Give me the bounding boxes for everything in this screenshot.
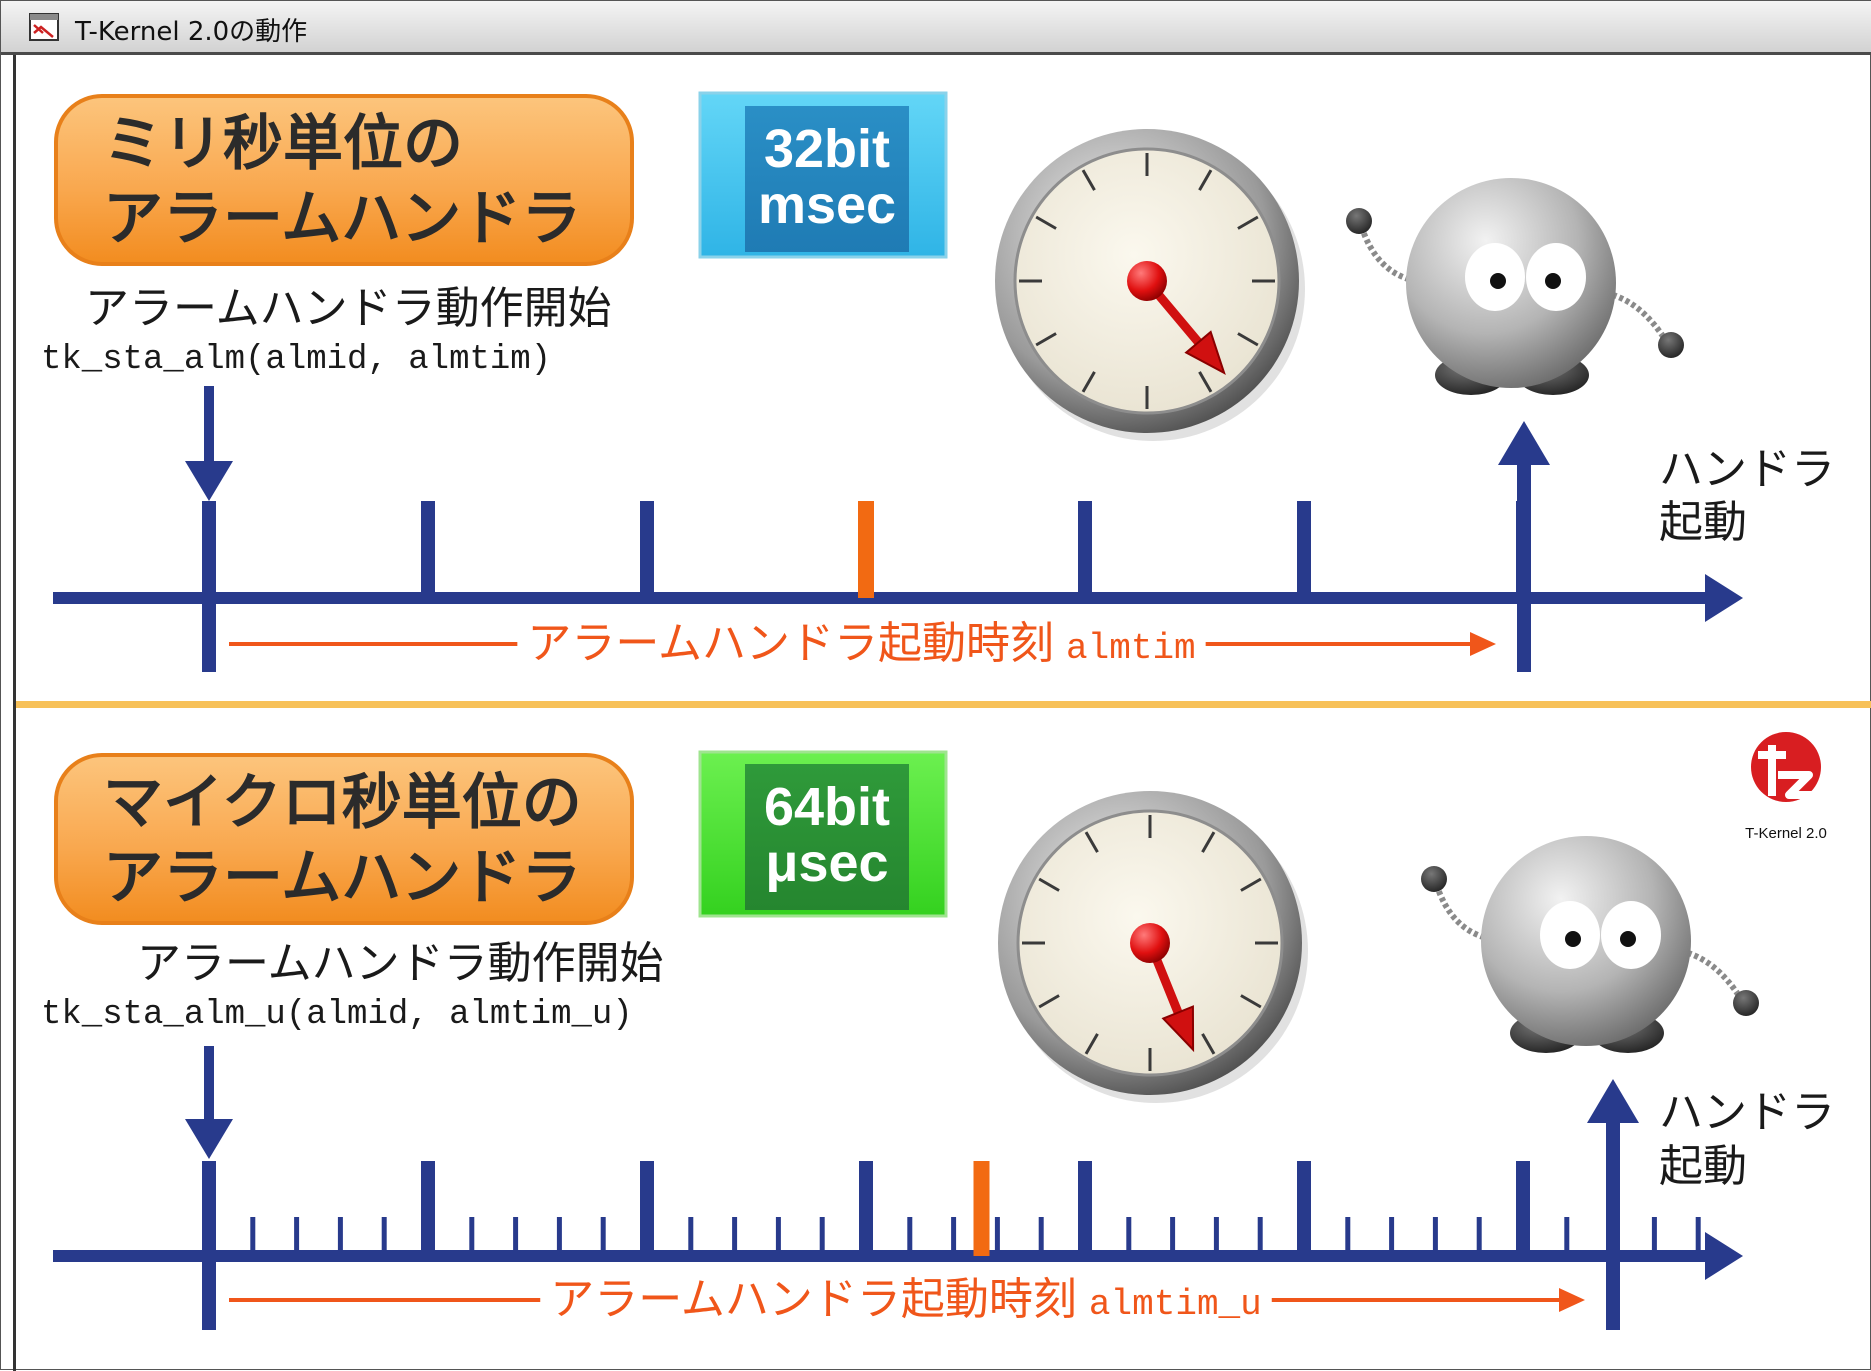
- clock-tick: [1237, 332, 1259, 347]
- api-call: tk_sta_alm_u(almid, almtim_u): [41, 996, 633, 1034]
- handler-arrow-head: [1587, 1079, 1639, 1123]
- bit-badge-line-1: 64bit: [764, 777, 890, 837]
- clock-tick: [1240, 994, 1262, 1009]
- section-divider: [16, 701, 1871, 708]
- clock-tick: [1240, 877, 1262, 892]
- time-label: アラームハンドラ起動時刻 almtim: [527, 618, 1195, 669]
- app-icon[interactable]: [29, 13, 59, 41]
- title-pill-line-1: ミリ秒単位の: [103, 109, 463, 179]
- window-title: T-Kernel 2.0の動作: [75, 17, 308, 47]
- start-label: アラームハンドラ動作開始: [85, 283, 612, 334]
- t-kernel-logo: T-Kernel 2.0: [1745, 732, 1827, 842]
- mascot-pupil: [1565, 931, 1581, 947]
- handler-arrow-head: [1498, 421, 1550, 465]
- clock-icon: [995, 129, 1305, 441]
- clock-tick: [1081, 371, 1096, 393]
- logo-text: T-Kernel 2.0: [1745, 825, 1827, 842]
- handler-start-label-line-1: ハンドラ: [1659, 444, 1835, 495]
- bit-badge-line-1: 32bit: [764, 119, 890, 179]
- clock-hand-tip: [1161, 1005, 1195, 1053]
- title-pill-line-2: アラームハンドラ: [103, 843, 581, 913]
- start-arrow-head: [185, 461, 233, 501]
- time-label-text: アラームハンドラ起動時刻: [527, 618, 1054, 669]
- timeline: [53, 386, 1743, 672]
- mascot-hand: [1421, 866, 1447, 892]
- handler-start-label-line-2: 起動: [1659, 1141, 1747, 1192]
- window-frame-left: [13, 55, 16, 1371]
- api-call: tk_sta_alm(almid, almtim): [41, 341, 551, 379]
- clock-tick: [1201, 831, 1216, 853]
- clock-center: [1127, 261, 1167, 301]
- clock-tick: [1035, 215, 1057, 230]
- clock-icon: [998, 791, 1308, 1103]
- start-label: アラームハンドラ動作開始: [137, 938, 664, 989]
- time-label-param: almtim_u: [1089, 1284, 1262, 1325]
- clock-tick: [1084, 831, 1099, 853]
- handler-start-label-line-2: 起動: [1659, 497, 1747, 548]
- handler-start-label-line-1: ハンドラ: [1659, 1087, 1835, 1138]
- clock-hand-tip: [1184, 330, 1226, 375]
- clock-tick: [1038, 877, 1060, 892]
- mascot-hand: [1733, 990, 1759, 1016]
- title-bar[interactable]: T-Kernel 2.0の動作: [1, 1, 1871, 55]
- time-label-text: アラームハンドラ起動時刻: [550, 1274, 1077, 1325]
- section-usec: マイクロ秒単位の アラームハンドラ 64bit μsec アラームハンドラ動作開…: [41, 750, 1835, 1330]
- bit-badge-line-2: msec: [758, 175, 896, 235]
- time-label-param: almtim: [1066, 628, 1196, 669]
- title-pill: [54, 94, 634, 266]
- mascot-arm: [1680, 948, 1744, 1001]
- clock-tick: [1198, 371, 1213, 393]
- mascot-arm: [1605, 290, 1669, 343]
- clock-tick: [1201, 1033, 1216, 1055]
- mascot-hand: [1346, 208, 1372, 234]
- bit-badge-line-2: μsec: [765, 833, 888, 893]
- mascot-icon: [1346, 178, 1684, 395]
- title-pill: [54, 753, 634, 925]
- title-pill-line-2: アラームハンドラ: [103, 184, 581, 254]
- title-pill-line-1: マイクロ秒単位の: [103, 768, 582, 838]
- mascot-pupil: [1545, 273, 1561, 289]
- clock-tick: [1081, 169, 1096, 191]
- duration-arrowhead: [1559, 1288, 1585, 1312]
- bit-badge-inner: [745, 764, 909, 910]
- clock-tick: [1084, 1033, 1099, 1055]
- clock-tick: [1198, 169, 1213, 191]
- mascot-pupil: [1620, 931, 1636, 947]
- bit-badge-inner: [745, 106, 909, 252]
- time-axis-arrowhead: [1705, 574, 1743, 622]
- section-msec: ミリ秒単位の アラームハンドラ 32bit msec アラームハンドラ動作開始 …: [41, 91, 1835, 672]
- mascot-hand: [1658, 332, 1684, 358]
- clock-tick: [1237, 215, 1259, 230]
- start-arrow-head: [185, 1119, 233, 1159]
- time-label: アラームハンドラ起動時刻 almtim_u: [550, 1274, 1262, 1325]
- mascot-icon: [1421, 836, 1759, 1053]
- clock-tick: [1035, 332, 1057, 347]
- duration-arrowhead: [1470, 632, 1496, 656]
- mascot-pupil: [1490, 273, 1506, 289]
- clock-center: [1130, 923, 1170, 963]
- timeline: [53, 1046, 1743, 1330]
- clock-tick: [1038, 994, 1060, 1009]
- time-axis-arrowhead: [1705, 1232, 1743, 1280]
